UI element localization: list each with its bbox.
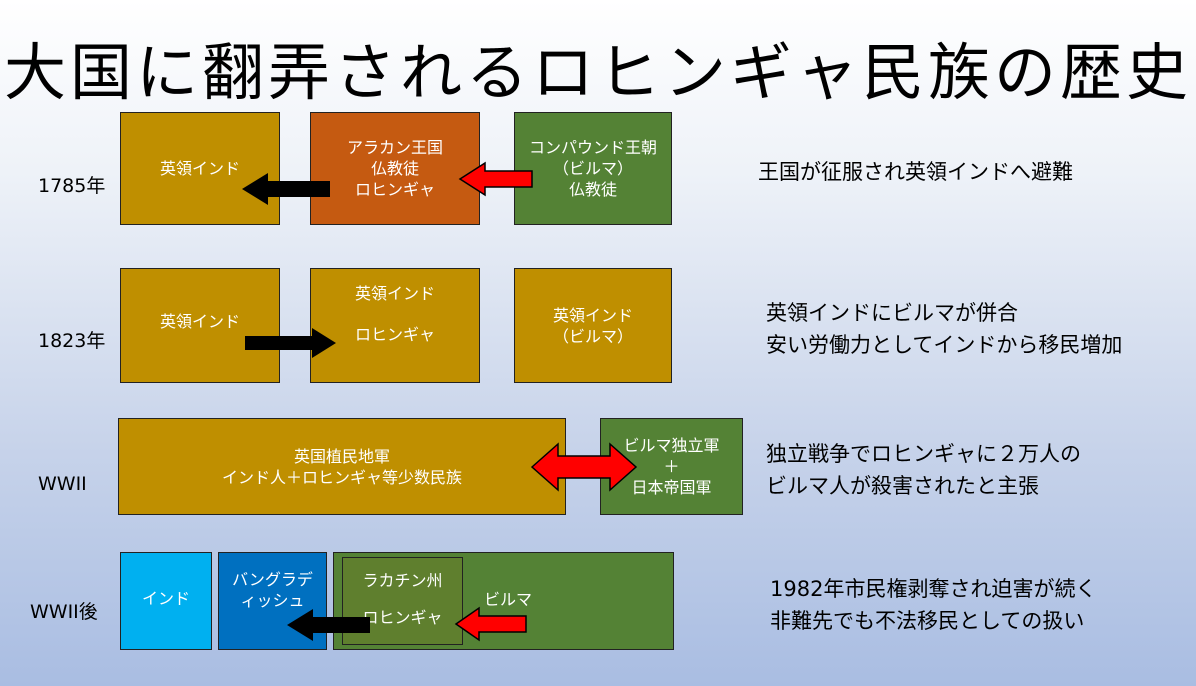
row-1823-year: 1823年 <box>38 330 106 352</box>
row-wwii-year: WWII <box>38 473 87 495</box>
box-label: ィッシュ <box>240 591 305 610</box>
description-line: 王国が征服され英領インドへ避難 <box>758 160 1073 184</box>
box-arakan-kingdom: アラカン王国 仏教徒 ロヒンギャ <box>310 112 480 225</box>
box-british-burma: 英領インド （ビルマ） <box>514 268 672 383</box>
row-1785-year: 1785年 <box>38 175 106 197</box>
box-rakhine-state: ラカチン州 ロヒンギャ <box>342 557 463 645</box>
box-label: （ビルマ） <box>552 159 633 178</box>
red-double-arrow-icon <box>530 442 638 492</box>
row-1823-description: 英領インドにビルマが併合 安い労働力としてインドから移民増加 <box>766 297 1122 361</box>
row-post-wwii-description: 1982年市民権剥奪され迫害が続く 非難先でも不法移民としての扱い <box>770 573 1096 637</box>
box-label: ビルマ独立軍 <box>623 436 720 455</box>
box-label: バングラデ <box>232 570 313 589</box>
box-label: 仏教徒 <box>568 180 617 199</box>
box-label: ラカチン州 <box>362 571 443 590</box>
black-arrow-left-icon <box>242 173 330 205</box>
description-line: 非難先でも不法移民としての扱い <box>770 609 1085 633</box>
box-label: 英領インド <box>552 305 633 325</box>
box-rohingya-british-india: 英領インド ロヒンギャ <box>310 268 480 383</box>
box-burma-label: ビルマ <box>484 590 533 609</box>
box-label: 英領インド <box>354 284 435 303</box>
box-konbaung-dynasty: コンパウンド王朝 （ビルマ） 仏教徒 <box>514 112 672 225</box>
black-arrow-left-icon <box>287 609 370 641</box>
description-line: 1982年市民権剥奪され迫害が続く <box>770 577 1097 601</box>
box-label: 英領インド <box>159 159 240 178</box>
box-british-india-1823: 英領インド <box>120 268 280 383</box>
box-british-india-1785: 英領インド <box>120 112 280 225</box>
box-label: コンパウンド王朝 <box>528 138 657 157</box>
description-line: 安い労働力としてインドから移民増加 <box>766 333 1123 357</box>
box-label: ＋ <box>663 457 680 476</box>
box-label: ロヒンギャ <box>354 325 435 344</box>
box-label: インド人＋ロヒンギャ等少数民族 <box>221 467 462 487</box>
red-arrow-left-icon <box>454 606 527 642</box>
box-label: （ビルマ） <box>552 326 633 346</box>
box-label: ロヒンギャ <box>354 180 435 199</box>
box-label: 英領インド <box>159 312 240 331</box>
box-label: アラカン王国 <box>346 138 443 157</box>
red-arrow-left-icon <box>458 161 533 197</box>
row-wwii-description: 独立戦争でロヒンギャに２万人の ビルマ人が殺害されたと主張 <box>766 438 1081 502</box>
box-label: 英国植民地軍 <box>293 446 390 466</box>
box-label: 日本帝国軍 <box>631 478 712 497</box>
description-line: ビルマ人が殺害されたと主張 <box>766 474 1039 498</box>
box-india: インド <box>120 552 212 650</box>
box-british-colonial-army: 英国植民地軍 インド人＋ロヒンギャ等少数民族 <box>118 418 566 515</box>
row-post-wwii-year: WWII後 <box>30 601 98 623</box>
row-1785-description: 王国が征服され英領インドへ避難 <box>758 156 1073 188</box>
box-label: インド <box>141 588 190 608</box>
description-line: 英領インドにビルマが併合 <box>766 301 1018 325</box>
page-title: 大国に翻弄されるロヒンギャ民族の歴史 <box>3 36 1192 109</box>
box-label: ロヒンギャ <box>362 608 443 627</box>
description-line: 独立戦争でロヒンギャに２万人の <box>766 442 1081 466</box>
box-label: 仏教徒 <box>370 159 419 178</box>
black-arrow-right-icon <box>245 328 336 358</box>
